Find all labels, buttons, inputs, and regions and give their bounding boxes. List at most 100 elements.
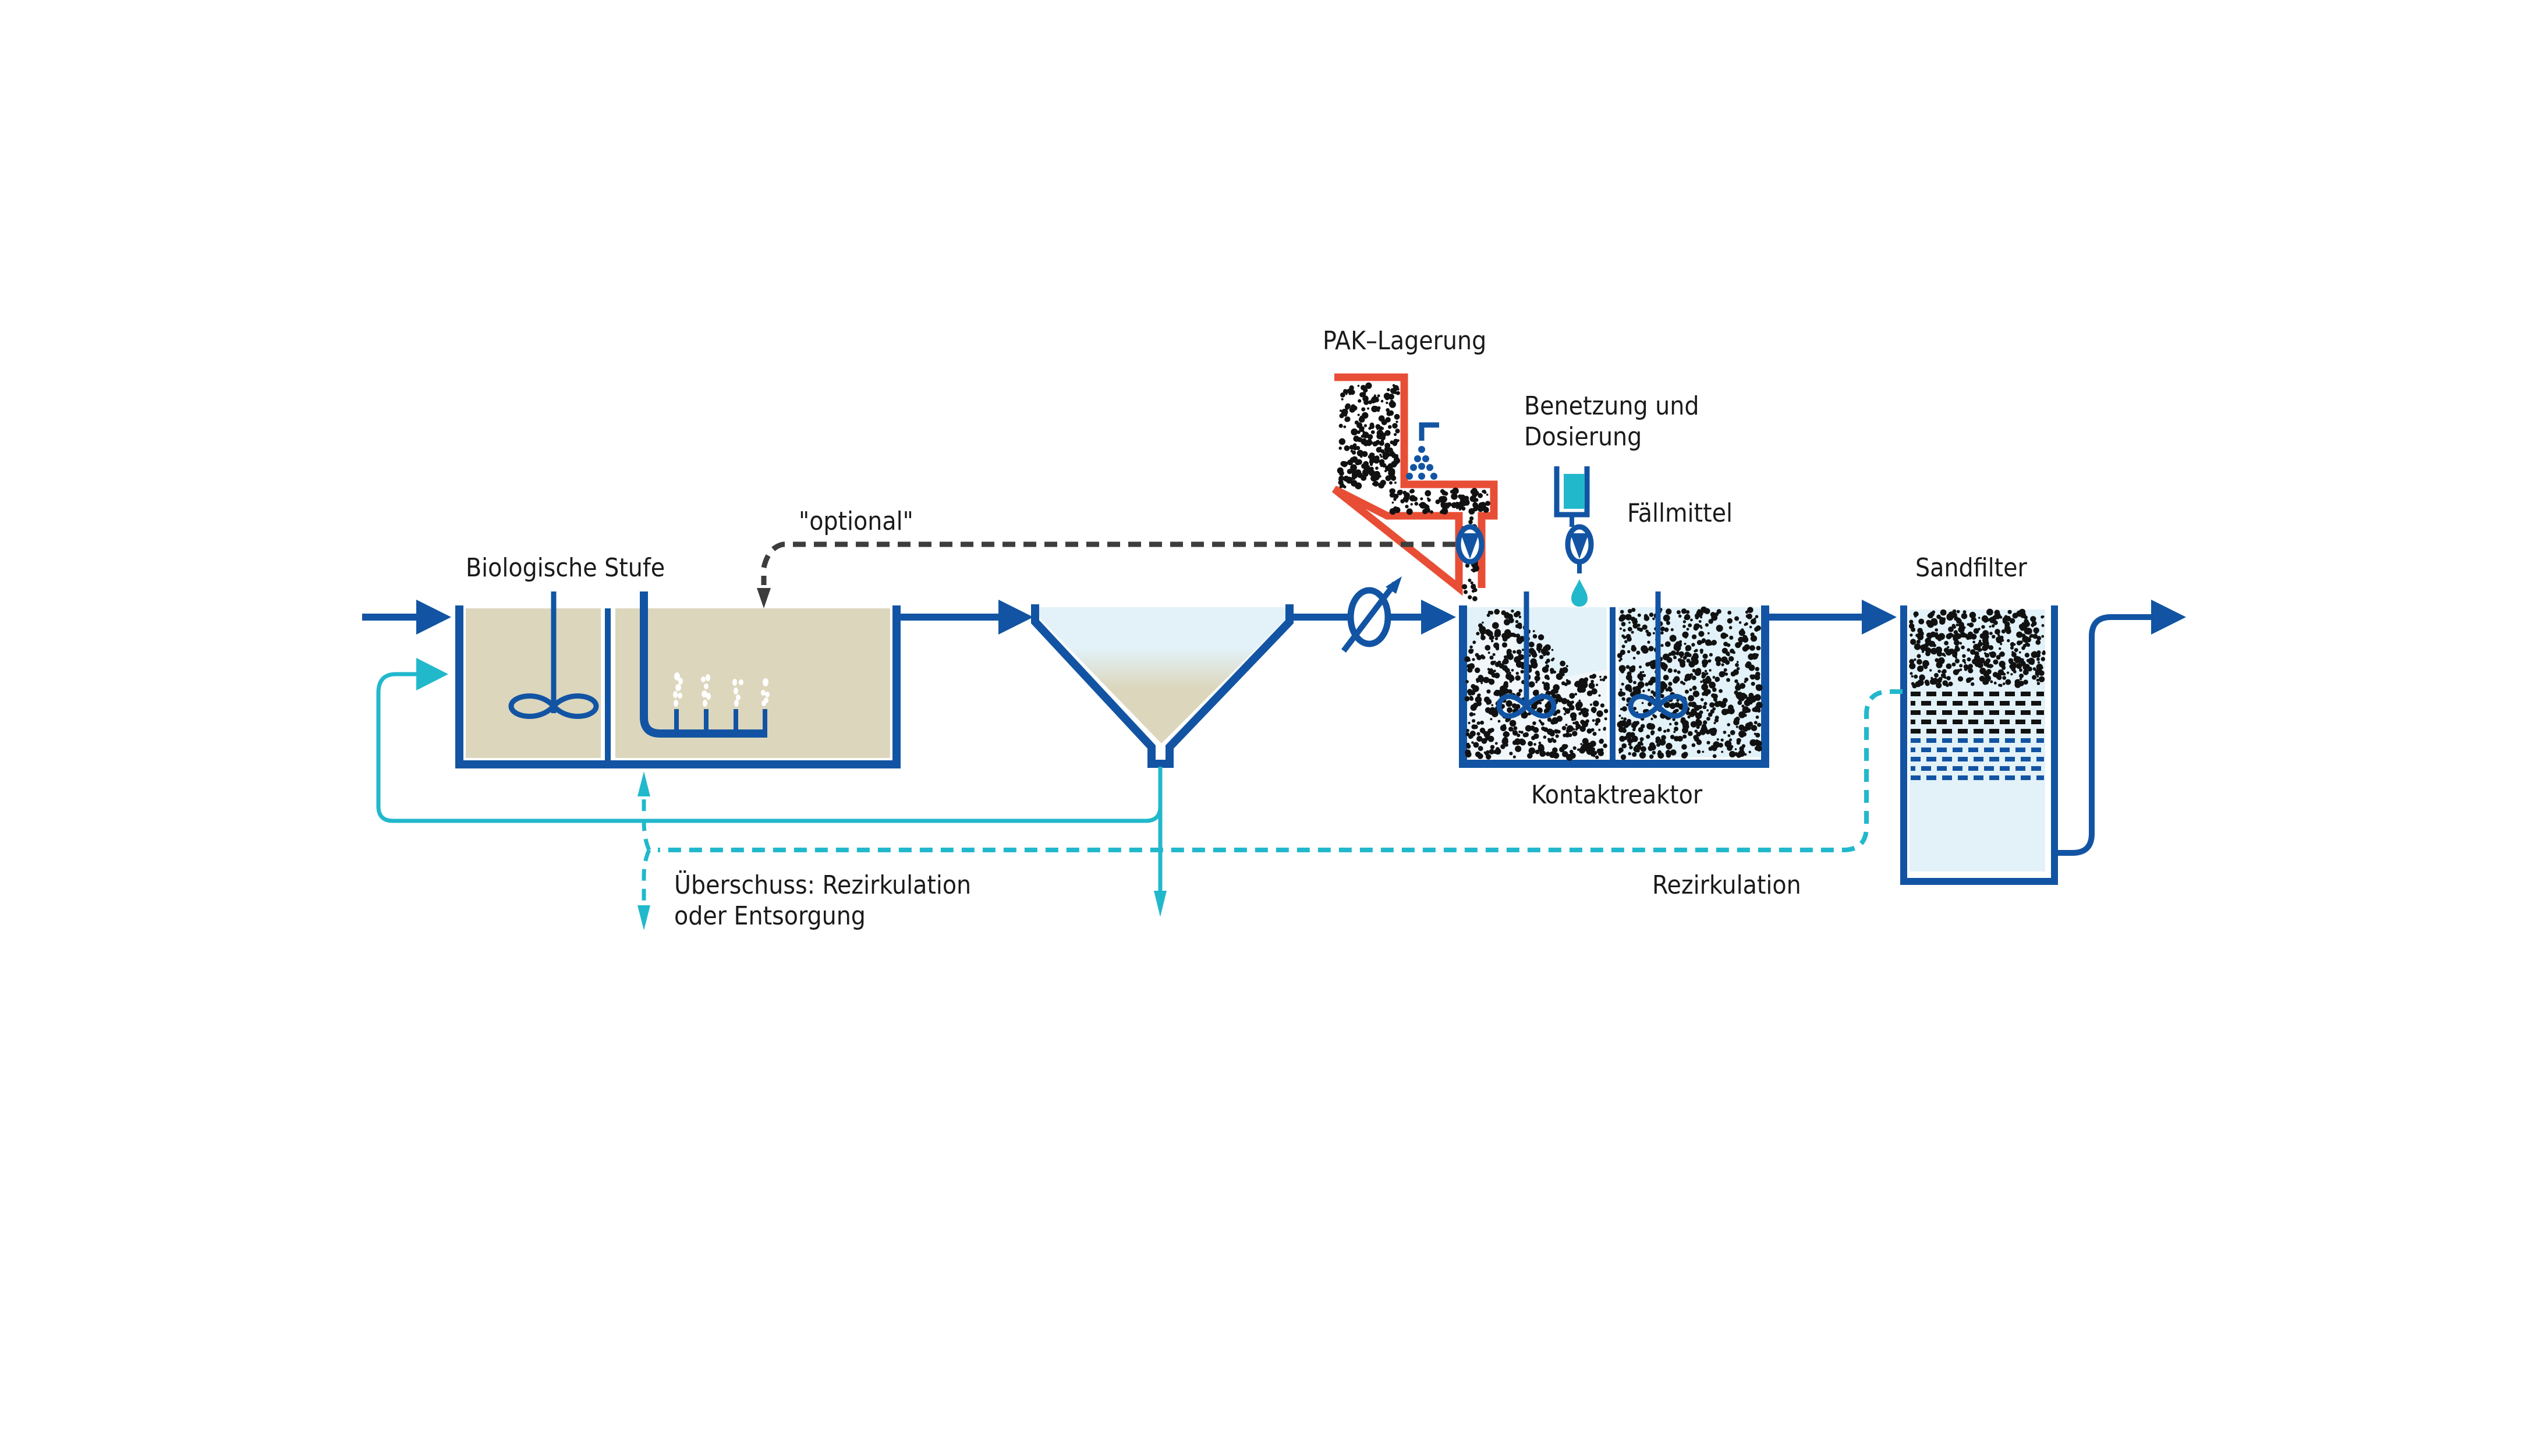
- particle: [1646, 734, 1650, 739]
- particle: [1971, 617, 1976, 623]
- particle: [1589, 741, 1596, 747]
- particle: [1620, 610, 1624, 614]
- particle: [1475, 498, 1479, 502]
- particle: [1714, 676, 1720, 682]
- particle: [1914, 674, 1918, 679]
- particle: [1391, 501, 1394, 504]
- particle: [1917, 659, 1922, 665]
- flow-meter-icon: [1341, 576, 1402, 653]
- particle: [1625, 614, 1629, 618]
- particle: [1962, 610, 1967, 614]
- particle: [1708, 619, 1713, 624]
- particle: [1701, 639, 1705, 643]
- particle: [1961, 613, 1968, 619]
- particle: [1688, 623, 1692, 628]
- particle: [1347, 460, 1351, 465]
- particle: [1478, 746, 1483, 752]
- particle: [1687, 715, 1691, 719]
- particle: [2036, 657, 2040, 661]
- particle: [1682, 682, 1686, 685]
- particle: [1679, 640, 1682, 643]
- particle: [2018, 624, 2025, 630]
- particle: [2037, 661, 2040, 664]
- particle: [2002, 676, 2007, 680]
- particle: [1512, 633, 1517, 637]
- particle: [2020, 611, 2023, 614]
- particle: [1947, 646, 1950, 649]
- particle: [1632, 623, 1638, 629]
- particle: [1946, 663, 1952, 669]
- particle: [1471, 741, 1474, 744]
- particle: [1951, 662, 1956, 667]
- particle: [1660, 631, 1664, 635]
- particle: [1709, 669, 1712, 672]
- particle: [1739, 683, 1746, 689]
- particle: [1755, 625, 1761, 631]
- particle: [1650, 717, 1653, 721]
- particle: [1618, 714, 1621, 717]
- particle: [1488, 709, 1494, 715]
- particle: [1494, 629, 1501, 636]
- particle: [1359, 415, 1364, 420]
- particle: [1670, 650, 1677, 656]
- particle: [1692, 685, 1697, 690]
- particle: [1504, 629, 1511, 636]
- particle: [1937, 678, 1942, 683]
- particle: [1663, 614, 1670, 622]
- particle: [1910, 639, 1917, 645]
- particle: [1536, 707, 1543, 714]
- particle: [1744, 623, 1747, 626]
- particle: [1531, 703, 1538, 710]
- particle: [1511, 703, 1517, 708]
- particle: [1637, 613, 1641, 617]
- particle: [1392, 441, 1398, 447]
- particle: [1338, 447, 1342, 450]
- particle: [1535, 671, 1538, 674]
- particle: [1394, 433, 1397, 437]
- particle: [1916, 639, 1921, 644]
- particle: [1425, 508, 1430, 513]
- particle: [1363, 424, 1367, 427]
- particle: [1344, 445, 1350, 451]
- particle: [1338, 475, 1344, 481]
- particle: [1754, 721, 1758, 725]
- particle: [1372, 482, 1376, 486]
- particle: [1751, 632, 1755, 636]
- particle: [1706, 709, 1709, 712]
- particle: [1755, 732, 1760, 738]
- particle: [1561, 697, 1568, 704]
- particle: [1388, 425, 1392, 429]
- particle: [1936, 651, 1943, 657]
- particle: [1559, 746, 1565, 753]
- particle: [1625, 684, 1632, 691]
- particle: [1669, 635, 1677, 642]
- particle: [1745, 614, 1750, 618]
- particle: [1427, 497, 1429, 500]
- particle: [1625, 674, 1632, 681]
- particle: [1736, 667, 1740, 671]
- particle: [1365, 382, 1372, 389]
- particle: [1663, 729, 1667, 733]
- particle: [1389, 481, 1393, 485]
- particle: [1646, 724, 1652, 729]
- particle: [2035, 639, 2041, 645]
- particle: [1619, 735, 1625, 742]
- particle: [1734, 616, 1740, 621]
- particle: [2014, 615, 2017, 618]
- particle: [1621, 706, 1627, 712]
- particle: [1924, 660, 1927, 663]
- particle: [1501, 686, 1504, 689]
- particle: [1545, 661, 1549, 664]
- particle: [1477, 753, 1483, 759]
- particle: [1958, 622, 1964, 628]
- particle: [1983, 671, 1989, 678]
- particle: [1998, 683, 2002, 687]
- particle: [1596, 683, 1599, 686]
- particle: [1504, 668, 1510, 674]
- particle: [1380, 465, 1383, 467]
- particle: [1946, 676, 1951, 681]
- particle: [1468, 663, 1475, 669]
- particle: [1489, 669, 1494, 675]
- particle: [1532, 689, 1539, 696]
- particle: [1579, 686, 1586, 693]
